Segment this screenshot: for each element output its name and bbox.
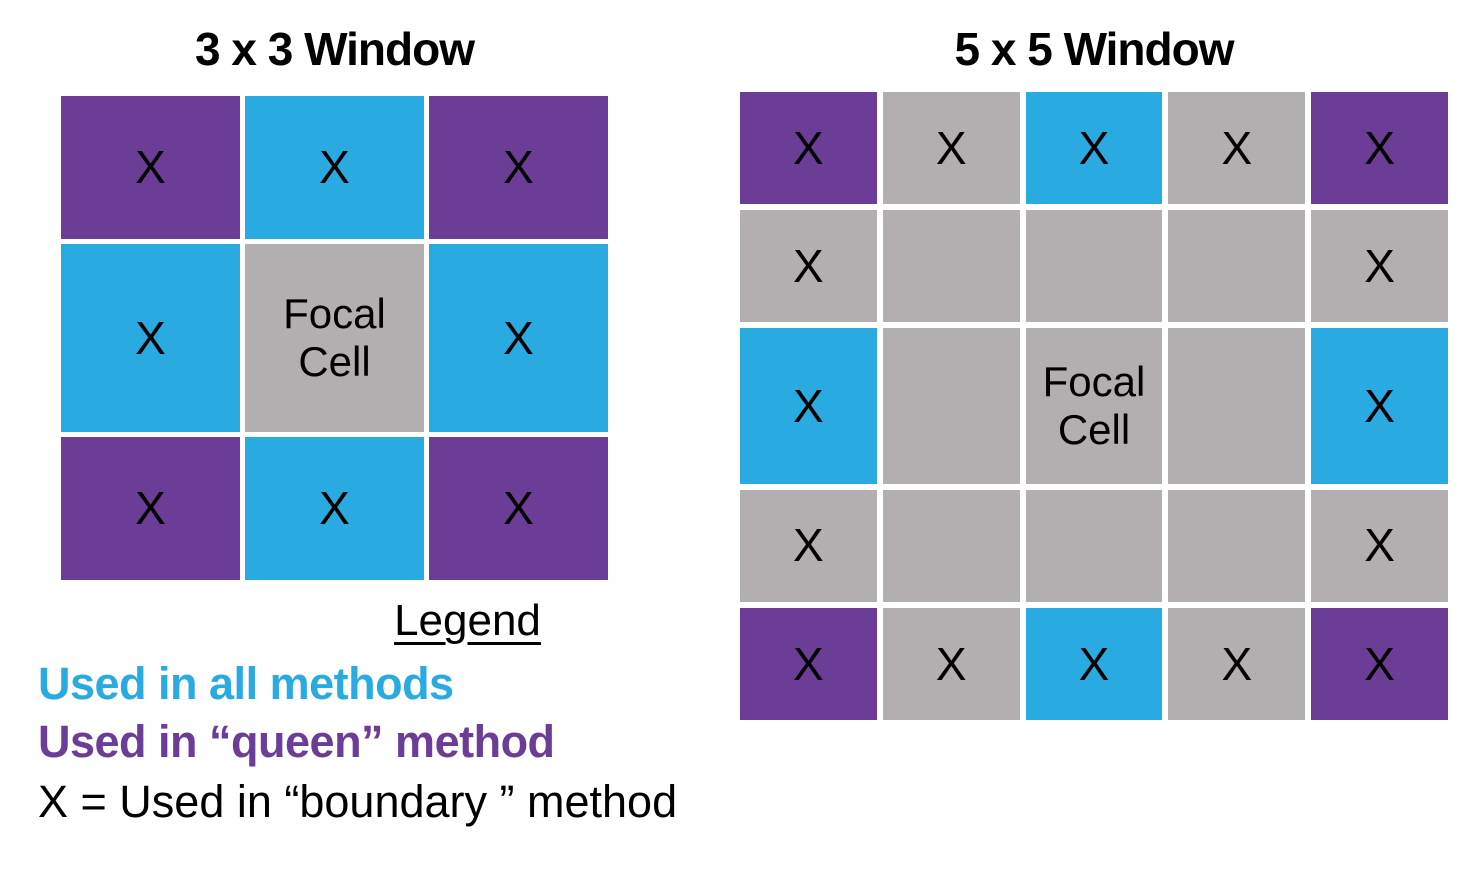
grid-5x5-cell-r2c4-neutral-gray [1168,210,1306,323]
grid-5x5-cell-r3c5-all-methods-blue: X [1311,328,1448,484]
grid-3x3-cell-r1c3-queen-method-purple: X [429,96,608,240]
boundary-x-label: X [319,481,350,534]
boundary-x-label: X [1221,121,1253,174]
grid-5x5-cell-r2c1-neutral-gray: X [740,210,877,323]
grid-5x5-cell-r5c5-queen-method-purple: X [1311,607,1448,720]
boundary-x-label: X [135,141,166,194]
grid-5x5-cell-r4c4-neutral-gray [1168,489,1306,602]
grid-3x3-cell-r3c1-queen-method-purple: X [61,436,240,580]
focal-cell-label: Focal Cell [1042,357,1146,453]
boundary-x-label: X [1364,379,1395,432]
boundary-x-label: X [1221,637,1253,690]
grid-3x3-cell-r3c2-all-methods-blue: X [245,436,424,580]
grid-5x5-cell-r1c4-neutral-gray: X [1168,92,1306,205]
grid-5x5-cell-r1c5-queen-method-purple: X [1311,92,1448,205]
grid-5x5-cell-r3c2-neutral-gray [882,328,1020,484]
grid-5x5-cell-r4c2-neutral-gray [882,489,1020,602]
grid-5x5-cell-r4c5-neutral-gray: X [1311,489,1448,602]
grid-5x5-cell-r4c1-neutral-gray: X [740,489,877,602]
boundary-x-label: X [1364,637,1395,690]
grid-5x5-cell-r5c2-neutral-gray: X [882,607,1020,720]
boundary-x-label: X [935,637,967,690]
grid-5x5-cell-r1c1-queen-method-purple: X [740,92,877,205]
boundary-x-label: X [793,519,824,572]
grid-5x5-cell-r3c3-neutral-gray: Focal Cell [1025,328,1163,484]
grid-5x5-cell-r5c4-neutral-gray: X [1168,607,1306,720]
grid-5x5-cell-r5c3-all-methods-blue: X [1025,607,1163,720]
legend-item-boundary-method: X = Used in “boundary ” method [38,776,678,827]
focal-cell-label: Focal Cell [283,289,386,385]
boundary-x-label: X [1078,121,1110,174]
boundary-x-label: X [1364,239,1395,292]
boundary-x-label: X [935,121,967,174]
boundary-x-label: X [319,141,350,194]
grid-5x5-cell-r1c3-all-methods-blue: X [1025,92,1163,205]
boundary-x-label: X [135,311,166,364]
boundary-x-label: X [1364,519,1395,572]
grid-3x3-cell-r2c2-neutral-gray: Focal Cell [245,244,424,432]
boundary-x-label: X [135,481,166,534]
grid-5x5-cell-r1c2-neutral-gray: X [882,92,1020,205]
grid-5x5-cell-r5c1-queen-method-purple: X [740,607,877,720]
legend-title: Legend [394,596,541,645]
boundary-x-label: X [793,239,824,292]
grid-3x3-cell-r2c1-all-methods-blue: X [61,244,240,432]
grid-3x3-cell-r1c2-all-methods-blue: X [245,96,424,240]
grid-5x5-cell-r2c5-neutral-gray: X [1311,210,1448,323]
boundary-x-label: X [793,121,824,174]
grid-5x5-cell-r3c1-all-methods-blue: X [740,328,877,484]
boundary-x-label: X [503,141,534,194]
grid-3x3-cell-r3c3-queen-method-purple: X [429,436,608,580]
boundary-x-label: X [793,379,824,432]
legend-item-queen-method: Used in “queen” method [38,716,555,767]
grid-5x5-cell-r2c2-neutral-gray [882,210,1020,323]
window-3x3-title: 3 x 3 Window [195,23,475,75]
grid-5x5-cell-r3c4-neutral-gray [1168,328,1306,484]
grid-5x5-cell-r4c3-neutral-gray [1025,489,1163,602]
window-5x5-title: 5 x 5 Window [954,23,1235,75]
grid-5x5-cell-r2c3-neutral-gray [1025,210,1163,323]
legend-item-all-methods: Used in all methods [38,658,454,709]
boundary-x-label: X [1364,121,1395,174]
grid-3x3-cell-r1c1-queen-method-purple: X [61,96,240,240]
boundary-x-label: X [1078,637,1110,690]
boundary-x-label: X [793,637,824,690]
grid-3x3-cell-r2c3-all-methods-blue: X [429,244,608,432]
boundary-x-label: X [503,481,534,534]
boundary-x-label: X [503,311,534,364]
